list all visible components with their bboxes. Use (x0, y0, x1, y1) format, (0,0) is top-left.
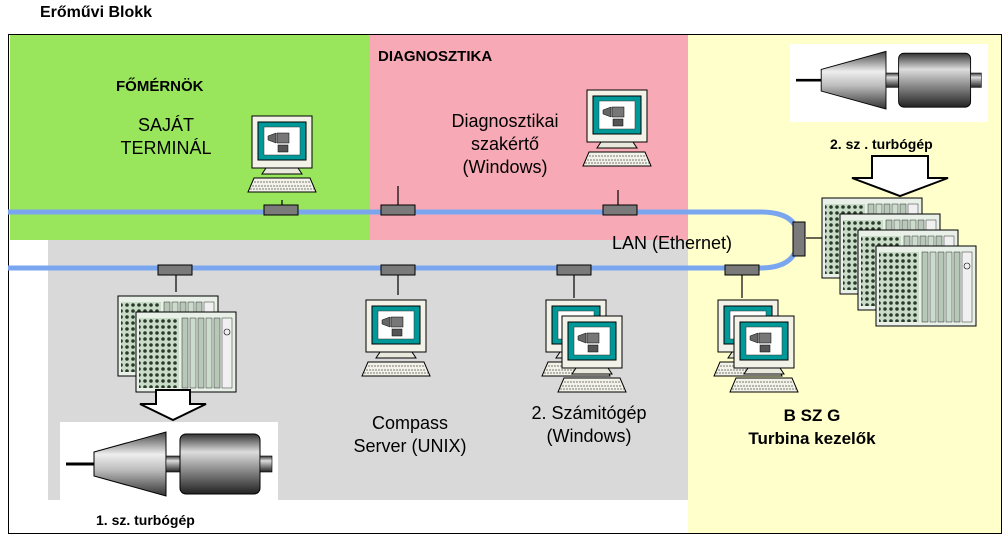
diag-szakerto-label: Diagnosztikai szakértő (Windows) (451, 111, 559, 177)
arrow-down-turbo2 (851, 155, 949, 198)
bszg-label: B SZ G Turbina kezelők (748, 406, 876, 448)
szamitogep2-pc (557, 315, 627, 393)
rack-1b (135, 311, 237, 393)
compass-server-pc (361, 299, 431, 377)
diagnosztika-label: DIAGNOSZTIKA (378, 48, 493, 65)
arrow-down-turbo1 (139, 389, 207, 422)
bszg-pc (729, 315, 799, 393)
turbo2-label: 2. sz . turbógép (830, 136, 933, 152)
page-title: Erőművi Blokk (40, 4, 153, 21)
fomernok-label: FŐMÉRNÖK (116, 78, 204, 95)
lan-label: LAN (Ethernet) (612, 233, 733, 253)
diag-szakerto-pc (582, 89, 652, 167)
sajat-terminal-label: SAJÁT TERMINÁL (120, 115, 212, 158)
block-frame (8, 34, 1002, 534)
szamitogep2-label: 2. Számitógép (Windows) (531, 403, 647, 446)
sajat-terminal-pc (247, 115, 317, 193)
compass-server-label: Compass Server (UNIX) (353, 413, 467, 456)
turbo1-label: 1. sz. turbógép (96, 512, 195, 528)
rack-2d (875, 245, 977, 327)
